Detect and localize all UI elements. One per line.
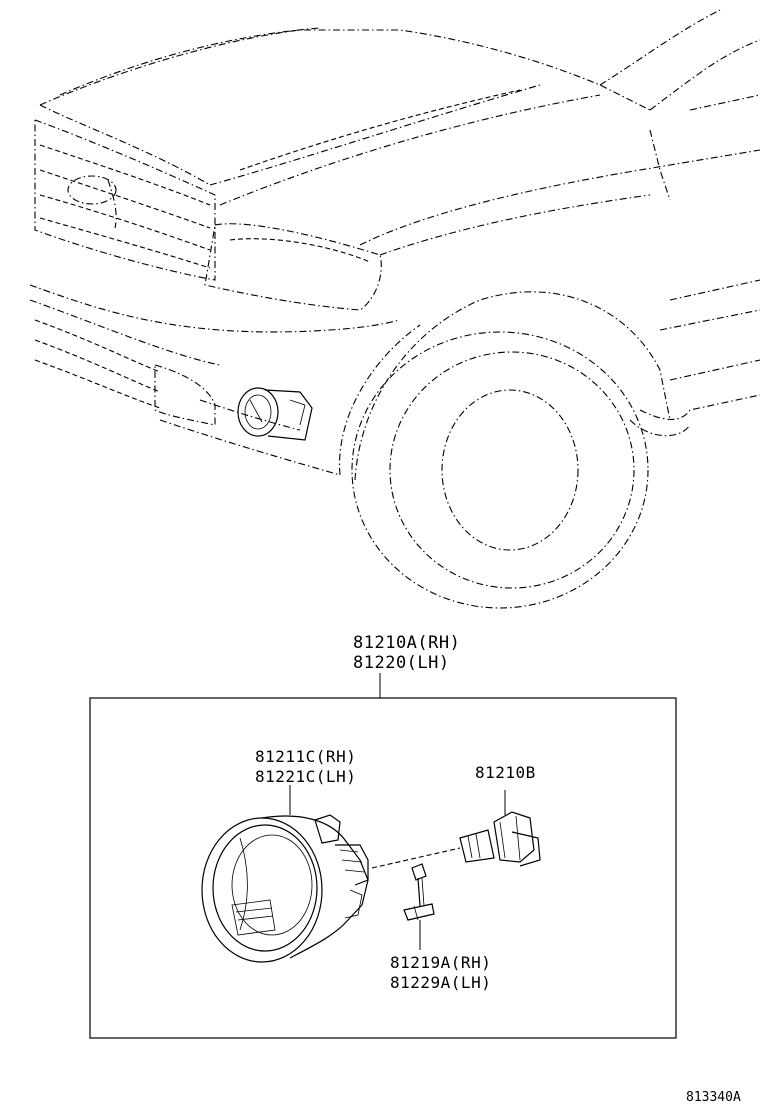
parts-frame [89,697,677,1039]
callout-socket-rh: 81219A(RH) [390,953,492,972]
bulb-illustration [459,811,541,867]
vehicle-front-illustration [29,9,760,609]
fog-lamp-on-vehicle [237,387,313,441]
callout-assembly-rh: 81210A(RH) [353,633,461,653]
figure-id: 813340A [686,1090,741,1105]
callout-unit-rh: 81211C(RH) [255,747,357,766]
socket-illustration [403,863,435,921]
callout-socket-lh: 81229A(LH) [390,973,492,992]
fog-lamp-unit-illustration [201,814,369,963]
callout-assembly-lh: 81220(LH) [353,653,450,673]
callout-unit-lh: 81221C(LH) [255,767,357,786]
callout-bulb: 81210B [475,763,536,782]
